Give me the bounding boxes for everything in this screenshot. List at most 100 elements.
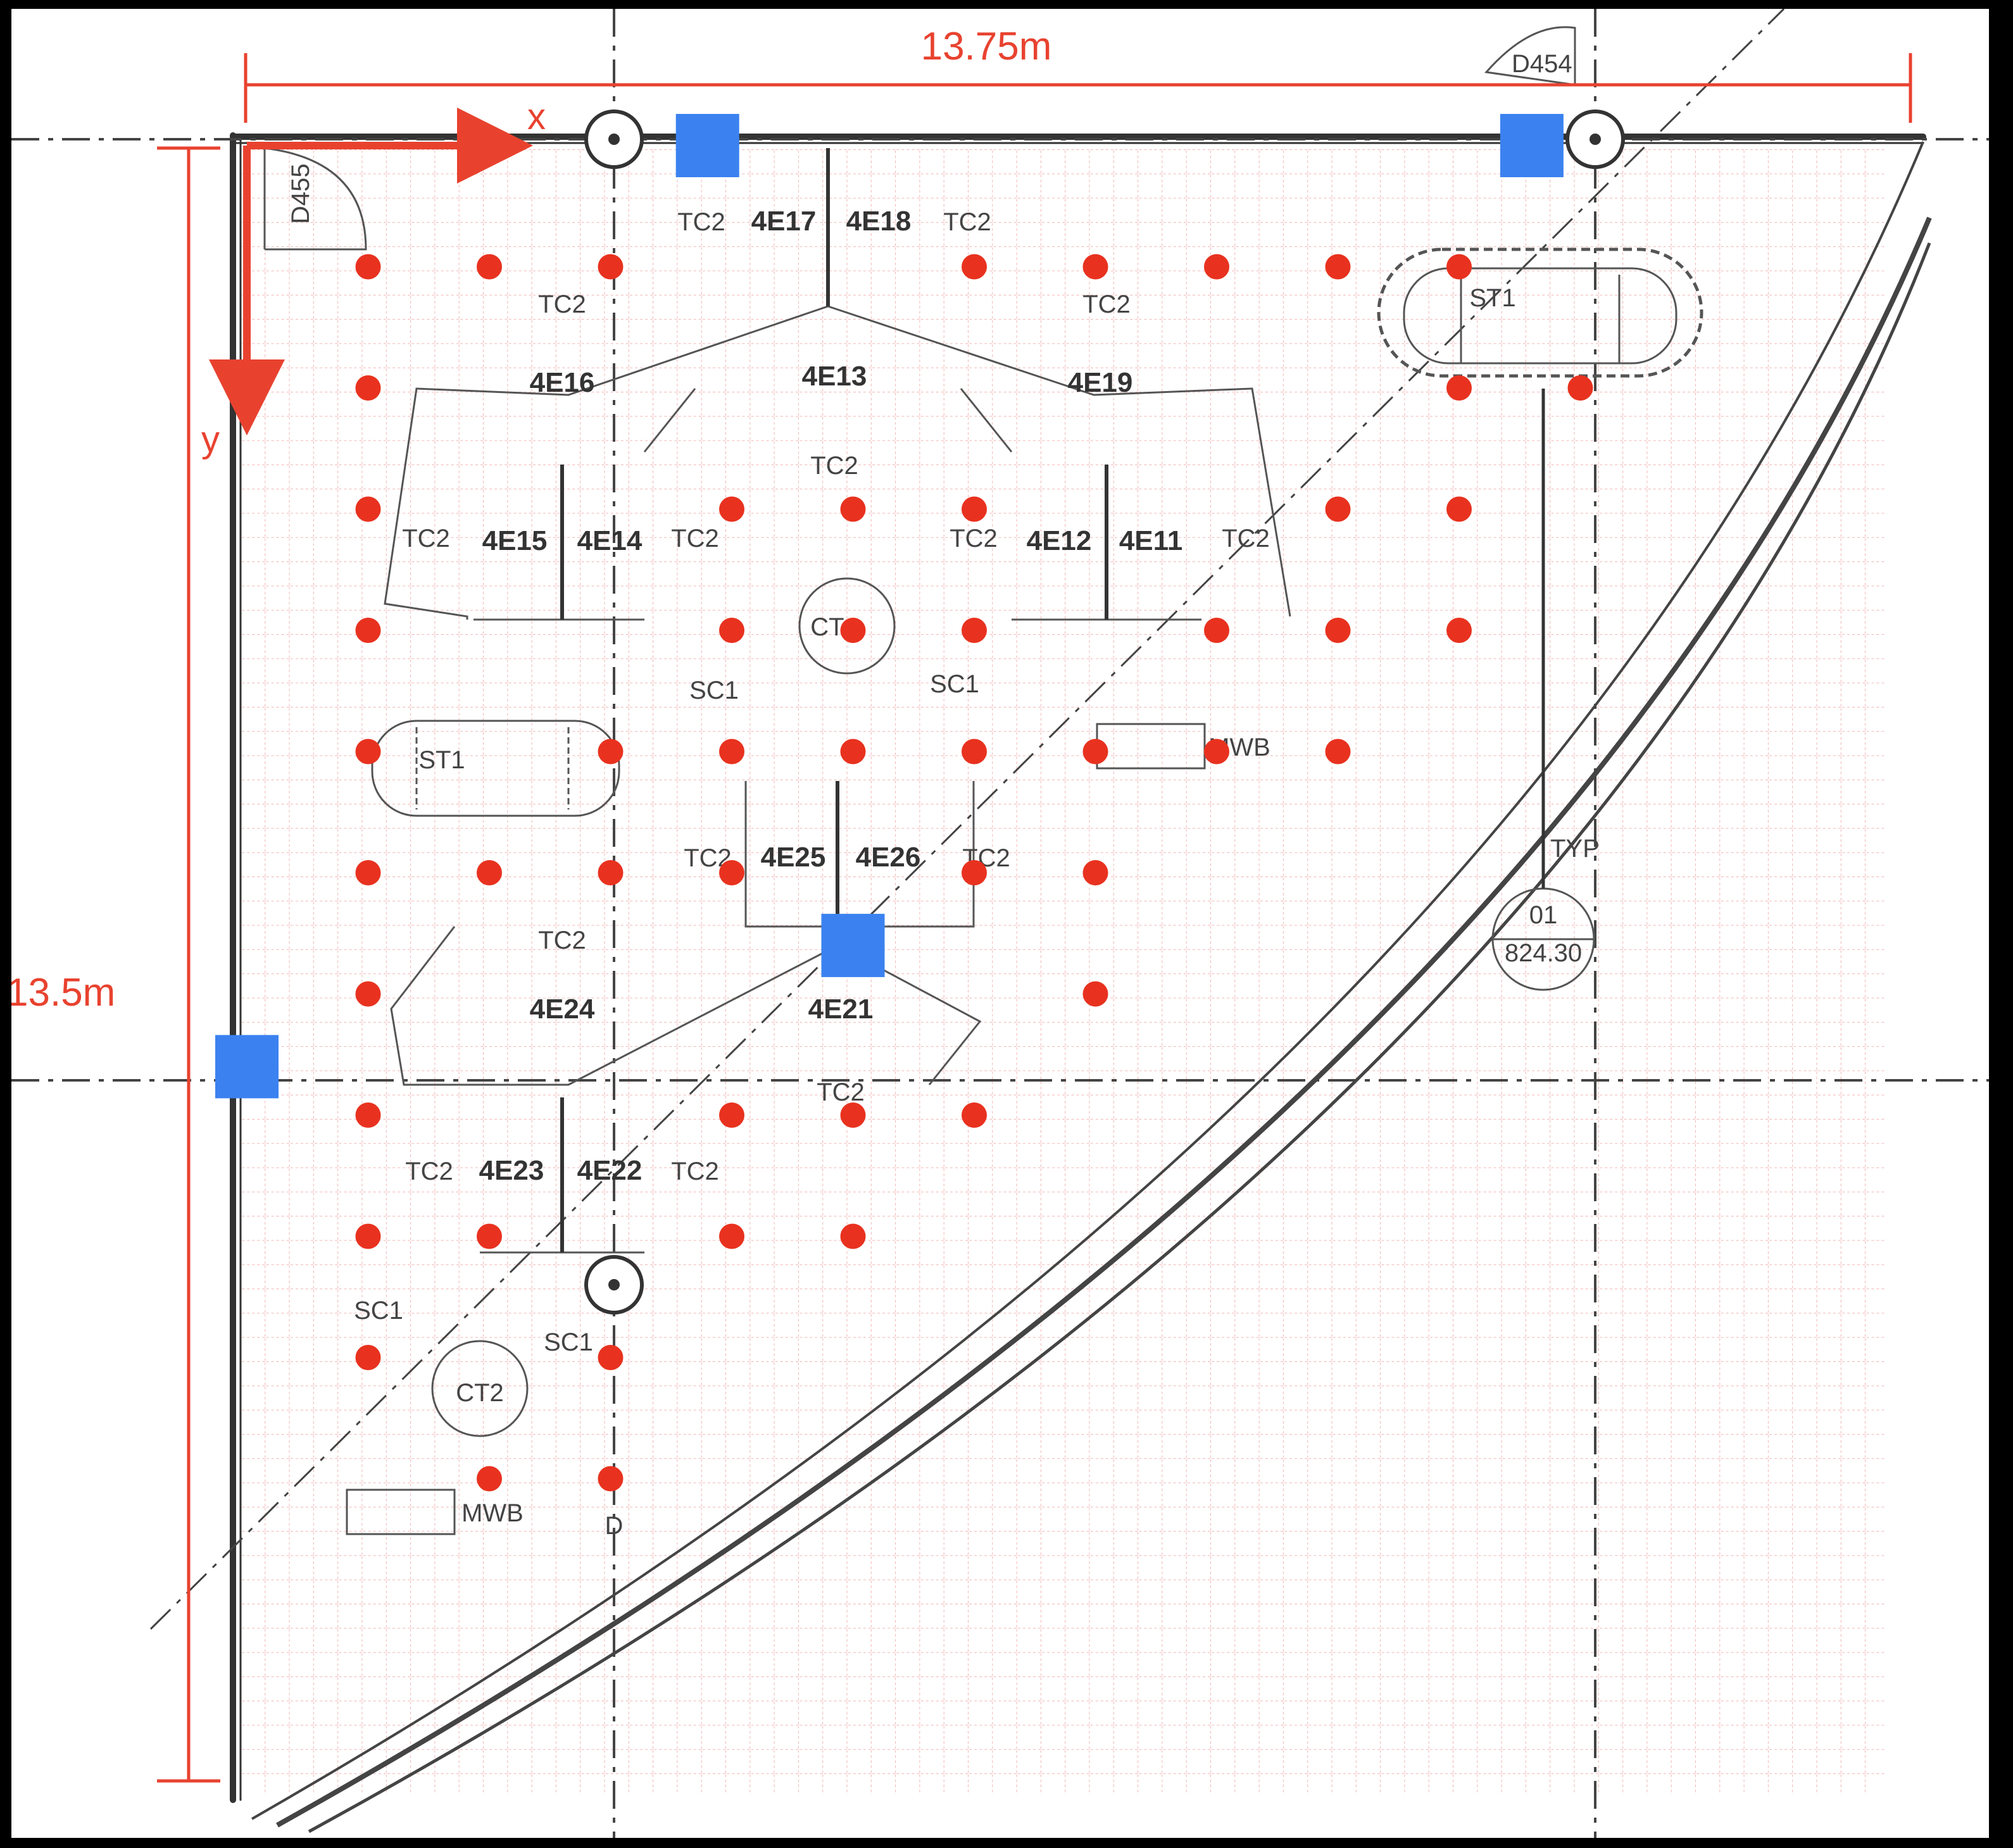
label-mwb: MWB: [461, 1499, 524, 1527]
room-label-4e11: 4E11: [1119, 525, 1182, 556]
y-axis-label: y: [201, 419, 220, 460]
label-typ: TYP: [1550, 835, 1600, 863]
sample-point: [355, 1223, 381, 1249]
columns: [584, 109, 1625, 1314]
room-label-4e12: 4E12: [1027, 525, 1092, 556]
floor-plan-canvas: D455 D454 4E17 4E18 4E16 4E13 4E19 4E15 …: [11, 9, 1989, 1838]
floor-plan-svg: D455 D454 4E17 4E18 4E16 4E13 4E19 4E15 …: [11, 9, 1989, 1838]
sample-point: [355, 618, 381, 643]
label-tc2: TC2: [1082, 290, 1131, 318]
sample-point: [355, 981, 381, 1007]
label-sc1: SC1: [930, 670, 979, 698]
door-label-d454: D454: [1512, 50, 1572, 78]
sample-point: [355, 1102, 381, 1128]
room-label-4e22: 4E22: [577, 1155, 643, 1186]
sample-point: [355, 860, 381, 885]
room-label-4e18: 4E18: [846, 206, 912, 237]
sample-point: [719, 1223, 744, 1249]
room-label-4e19: 4E19: [1068, 367, 1133, 398]
blue-marker: [821, 913, 885, 977]
room-label-4e25: 4E25: [761, 842, 826, 873]
sample-point: [840, 496, 866, 522]
sample-point: [962, 496, 987, 522]
label-st1: ST1: [1469, 284, 1515, 312]
sample-point: [719, 739, 744, 765]
sample-point: [1325, 739, 1351, 765]
sample-point: [962, 618, 987, 643]
blue-marker: [675, 114, 739, 177]
room-label-4e13: 4E13: [802, 361, 867, 392]
label-tag-number: 01: [1529, 901, 1558, 929]
sample-point: [719, 860, 744, 885]
door-label-d455: D455: [287, 163, 315, 224]
sample-point: [355, 1345, 381, 1370]
sample-point: [1446, 618, 1472, 643]
room-label-4e15: 4E15: [482, 525, 548, 556]
doors: [263, 26, 1576, 251]
sample-point: [598, 254, 624, 280]
label-sc1: SC1: [354, 1297, 403, 1325]
sample-point: [477, 860, 502, 885]
sample-point: [355, 375, 381, 401]
sample-point: [962, 860, 987, 885]
room-label-4e24: 4E24: [530, 994, 595, 1025]
sample-point: [477, 254, 502, 280]
sample-points-layer: [355, 254, 1593, 1492]
sample-point: [355, 739, 381, 765]
sample-point: [962, 1102, 987, 1128]
label-tc2: TC2: [677, 208, 725, 236]
coordinate-axes: [209, 108, 533, 435]
sample-point: [1082, 860, 1108, 885]
grid-area: [241, 149, 1886, 1795]
label-st1: ST1: [418, 746, 465, 774]
label-tc2: TC2: [1222, 525, 1270, 553]
room-label-4e14: 4E14: [577, 525, 643, 556]
sample-point: [1204, 618, 1229, 643]
sample-point: [1446, 254, 1472, 280]
sample-point: [477, 1466, 502, 1492]
label-tc2: TC2: [943, 208, 991, 236]
sample-point: [1567, 375, 1593, 401]
room-label-4e21: 4E21: [808, 994, 874, 1025]
label-sc1: SC1: [544, 1328, 593, 1356]
sample-point: [840, 1102, 866, 1128]
sample-point: [719, 618, 744, 643]
label-d: D: [605, 1512, 624, 1540]
width-dimension-label: 13.75m: [921, 25, 1052, 68]
room-label-4e23: 4E23: [479, 1155, 544, 1186]
label-tc2: TC2: [817, 1078, 865, 1106]
label-tc2: TC2: [671, 1158, 719, 1185]
sample-point: [598, 860, 624, 885]
markers-layer: [215, 114, 1564, 1099]
sample-point: [1082, 981, 1108, 1007]
room-label-4e17: 4E17: [751, 206, 817, 237]
sample-point: [477, 1223, 502, 1249]
sample-point: [1325, 496, 1351, 522]
sample-point: [1082, 739, 1108, 765]
height-dimension-label: 13.5m: [11, 971, 115, 1015]
structural-grid-lines: [11, 9, 1989, 1838]
sample-point: [355, 496, 381, 522]
sample-point: [962, 739, 987, 765]
label-sc1: SC1: [689, 677, 739, 704]
label-tc2: TC2: [671, 525, 719, 553]
blue-marker: [1500, 114, 1564, 177]
label-tc2: TC2: [402, 525, 450, 553]
sample-point: [1325, 618, 1351, 643]
dimension-lines: [157, 53, 1912, 1783]
blue-marker: [215, 1035, 279, 1099]
sample-point: [840, 739, 866, 765]
sample-point: [840, 1223, 866, 1249]
sample-point: [719, 1102, 744, 1128]
sample-point: [1325, 254, 1351, 280]
curved-facade: [251, 141, 1932, 1833]
sample-point: [1446, 496, 1472, 522]
label-tc2: TC2: [405, 1158, 453, 1185]
sample-point: [1446, 375, 1472, 401]
sample-point: [840, 618, 866, 643]
label-ct2: CT2: [456, 1379, 504, 1407]
label-tc2: TC2: [538, 927, 586, 954]
sample-point: [1204, 739, 1229, 765]
label-tc2: TC2: [950, 525, 998, 553]
